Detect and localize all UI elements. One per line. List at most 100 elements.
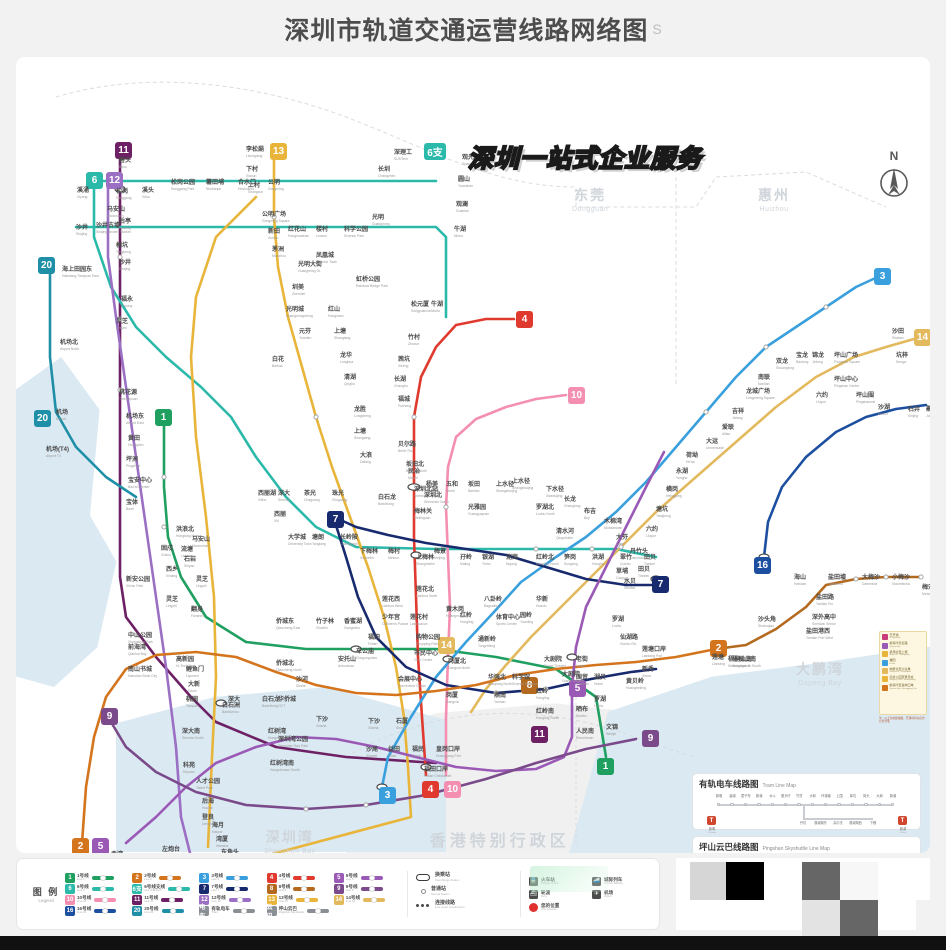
line-badge-2[interactable]: 2 bbox=[72, 838, 89, 853]
line-badge-16[interactable]: 16 bbox=[754, 557, 771, 574]
line-badge-9[interactable]: 9 bbox=[101, 708, 118, 725]
line-badge-9[interactable]: 9 bbox=[642, 730, 659, 747]
station-label-en: Niuhu bbox=[454, 234, 463, 238]
station-label-cn: 灵芝 bbox=[116, 319, 129, 325]
line-badge-7[interactable]: 7 bbox=[327, 511, 344, 528]
tram-station-dot[interactable] bbox=[877, 803, 881, 807]
line-badge-10[interactable]: 10 bbox=[568, 387, 585, 404]
line-badge-4[interactable]: 4 bbox=[422, 781, 439, 798]
line-badge-20[interactable]: 20 bbox=[34, 410, 51, 427]
station-label-cn: 鲤鱼门 bbox=[186, 667, 205, 673]
tram-station-dot[interactable] bbox=[850, 803, 855, 807]
station-label-en: Qiaocheng East bbox=[276, 626, 301, 630]
station-label-en: Chaguang bbox=[304, 498, 320, 502]
tram-station-dot[interactable] bbox=[770, 803, 774, 807]
region-label-en: Dongguan bbox=[572, 206, 609, 213]
tram-station-label: 新明 bbox=[715, 794, 723, 798]
line-badge-1[interactable]: 1 bbox=[155, 409, 172, 426]
line-badge-3[interactable]: 3 bbox=[379, 787, 396, 804]
line-badge-3[interactable]: 3 bbox=[874, 268, 891, 285]
line-badge-11[interactable]: 11 bbox=[531, 726, 548, 743]
line-badge-7[interactable]: 7 bbox=[652, 576, 669, 593]
line-badge-14[interactable]: 14 bbox=[914, 329, 930, 346]
station-label-en: Maling bbox=[460, 562, 470, 566]
line-badge-20[interactable]: 20 bbox=[38, 257, 55, 274]
station-label-en: Shawei bbox=[366, 754, 378, 758]
tram-station-dot[interactable] bbox=[730, 803, 734, 807]
line-badge-11[interactable]: 11 bbox=[115, 142, 132, 159]
station-label-en: Longsheng bbox=[354, 414, 371, 418]
tram-station-dot[interactable] bbox=[717, 803, 721, 807]
line-badge-10[interactable]: 10 bbox=[444, 781, 461, 798]
line-badge-5[interactable]: 5 bbox=[92, 838, 109, 853]
station-label-cn: 桐坑 bbox=[116, 243, 129, 249]
line-badge-1[interactable]: 1 bbox=[597, 758, 614, 775]
under-construction-icon bbox=[416, 903, 430, 907]
station-label-en: University Town bbox=[288, 542, 312, 546]
line-badge-5[interactable]: 5 bbox=[569, 680, 586, 697]
tram-station-dot[interactable] bbox=[810, 803, 815, 807]
legend-line-name-en: Line 2 bbox=[144, 877, 152, 882]
station-label-cn: 沙井 bbox=[76, 225, 89, 231]
tram-station-dot[interactable] bbox=[837, 803, 841, 807]
line-badge-6支[interactable]: 6支 bbox=[424, 143, 446, 160]
line-badge-2[interactable]: 2 bbox=[710, 640, 727, 657]
tram-station-dot[interactable] bbox=[757, 803, 761, 807]
tram-station-dot[interactable] bbox=[864, 803, 868, 807]
tram-terminus-badge[interactable]: T bbox=[898, 816, 907, 825]
line-badge-8[interactable]: 8 bbox=[521, 677, 538, 694]
station-label-cn: 田贝 bbox=[644, 555, 657, 561]
legend-line-name-en: Line 6 Branch bbox=[144, 888, 162, 893]
line-badge-12[interactable]: 12 bbox=[106, 172, 123, 189]
line-badge-14[interactable]: 14 bbox=[438, 637, 455, 654]
metro-network-diagram[interactable] bbox=[16, 57, 930, 853]
line-badge-4[interactable]: 4 bbox=[516, 311, 533, 328]
tram-station-dot[interactable] bbox=[783, 803, 788, 807]
line-badge-6[interactable]: 6 bbox=[86, 172, 103, 189]
line-badge-13[interactable]: 13 bbox=[270, 143, 287, 160]
tram-station-dot[interactable] bbox=[743, 803, 748, 807]
tram-station-dot[interactable] bbox=[797, 803, 801, 807]
tram-station-dot[interactable] bbox=[891, 803, 895, 807]
tram-terminus-badge[interactable]: T bbox=[707, 816, 716, 825]
station-label-cn: 会展中心 bbox=[398, 677, 423, 683]
tram-station-dot[interactable] bbox=[824, 803, 828, 807]
station-label-en: Huangmugang bbox=[446, 614, 469, 618]
